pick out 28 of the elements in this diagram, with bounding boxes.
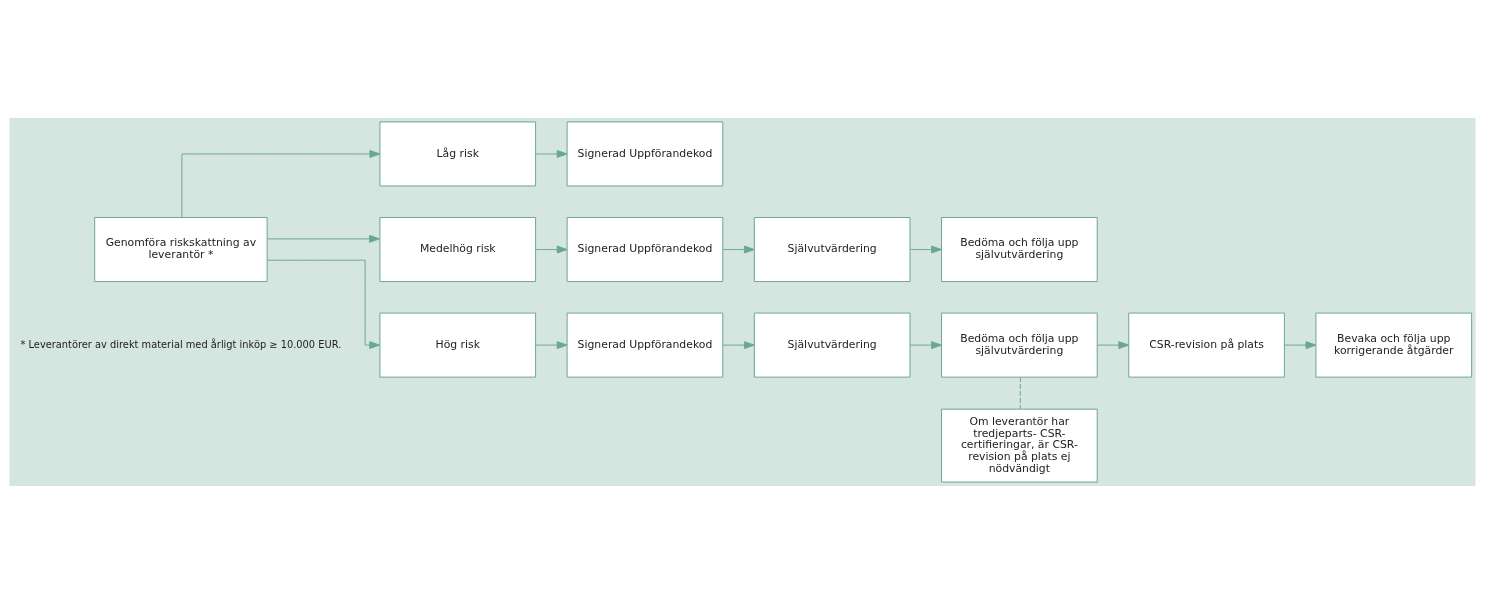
- arrow: [535, 340, 568, 349]
- arrow: [722, 340, 755, 349]
- label: * Leverantörer av direkt material med årligt inköp ≥ 10.000 EUR.: [20, 338, 342, 350]
- node-box: Självutvärdering: [753, 216, 911, 282]
- node-box: Om leverantör har tredjeparts- CSR-certifieringar, är CSR-revision på plats ej nödvändigt: [941, 408, 1098, 483]
- node-box: Bevaka och följa upp korrigerande åtgärder: [1315, 312, 1473, 378]
- node-box: Hög risk: [379, 312, 537, 378]
- node-box: Genomföra riskskattning av leverantör *: [94, 216, 268, 282]
- arrow: [722, 245, 755, 253]
- node-box: Bedöma och följa upp självutvärdering: [941, 312, 1098, 378]
- arrow: [1284, 340, 1317, 349]
- arrow: [909, 245, 942, 253]
- arrow: [181, 149, 381, 218]
- node-box: Låg risk: [379, 120, 537, 186]
- node-box: Signerad Uppförandekod: [566, 312, 724, 378]
- node-box: Signerad Uppförandekod: [566, 120, 724, 186]
- arrow: [535, 149, 568, 158]
- arrow: [535, 245, 568, 253]
- arrow: [266, 234, 380, 243]
- node-box: CSR-revision på plats: [1128, 312, 1285, 378]
- node-box: Signerad Uppförandekod: [566, 216, 724, 282]
- arrow: [909, 340, 942, 349]
- node-box: Bedöma och följa upp självutvärdering: [941, 216, 1098, 282]
- arrow: [1096, 340, 1130, 349]
- node-box: Medelhög risk: [379, 216, 537, 282]
- connector: [1019, 376, 1021, 409]
- node-box: Självutvärdering: [753, 312, 911, 378]
- arrow: [266, 259, 381, 349]
